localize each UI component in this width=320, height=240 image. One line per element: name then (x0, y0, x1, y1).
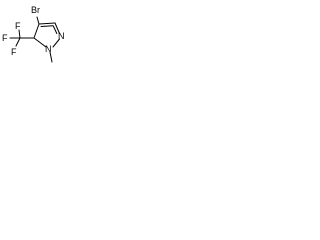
atom-fluorine-left: F (2, 33, 8, 43)
bond-c4-c3 (38, 22, 56, 25)
atom-fluorine-top: F (15, 21, 21, 31)
atom-fluorine-bottom: F (11, 47, 17, 57)
bond-n1-methyl (49, 51, 53, 63)
atom-label-group: Br F F F N N (2, 5, 65, 57)
bond-group (9, 16, 60, 63)
bond-cf3-f-bottom (15, 37, 21, 47)
bond-cf3-f-top (18, 29, 21, 39)
bond-n2-n1 (52, 38, 60, 48)
bond-c4-br (36, 16, 40, 25)
atom-bromine: Br (31, 5, 40, 15)
bond-c4-c3-double (40, 25, 54, 27)
bond-c5-c4 (33, 23, 40, 39)
bond-c3-n2-double (52, 25, 58, 34)
bond-n1-c5 (33, 37, 47, 48)
atom-nitrogen-2: N (58, 31, 65, 41)
atom-nitrogen-1: N (45, 44, 52, 54)
bond-c3-n2 (54, 22, 60, 34)
chemical-structure: Br F F F N N (2, 5, 65, 63)
